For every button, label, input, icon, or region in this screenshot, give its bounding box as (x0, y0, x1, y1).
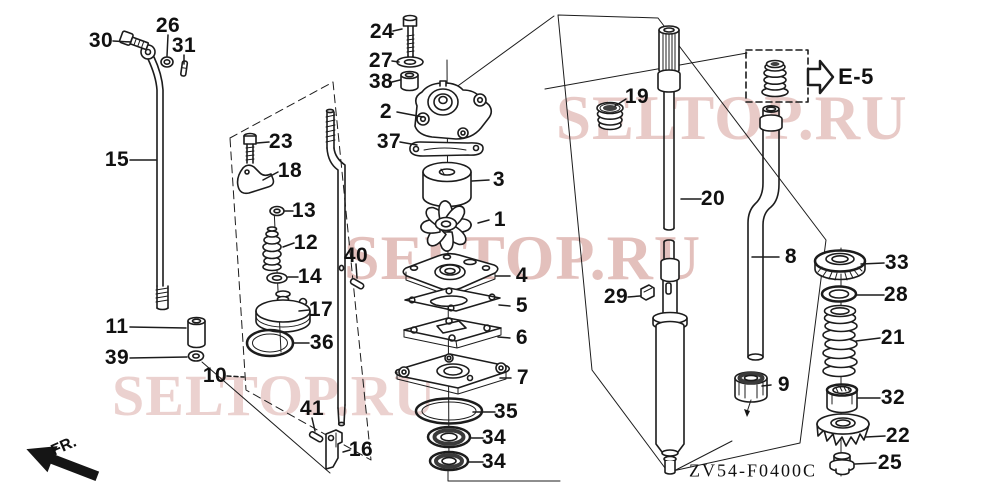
part-label-15: 15 (104, 148, 130, 171)
pin-31 (180, 60, 189, 77)
part-label-35: 35 (493, 400, 519, 423)
bolt-23 (243, 132, 257, 164)
part-label-12: 12 (293, 231, 319, 254)
bearing-32 (825, 383, 859, 414)
part-label-5: 5 (515, 294, 529, 317)
part-label-3: 3 (492, 168, 506, 191)
part-label-37: 37 (376, 130, 402, 153)
assembly-group-box (201, 14, 827, 482)
bearing-33 (813, 249, 867, 282)
part-label-41: 41 (299, 397, 325, 420)
part-label-7: 7 (516, 366, 530, 389)
part-label-8: 8 (784, 245, 798, 268)
part-label-14: 14 (297, 265, 323, 288)
o-ring-36 (245, 328, 295, 358)
pin-40 (349, 278, 365, 290)
bracket-18 (236, 164, 275, 195)
sleeve-11 (187, 316, 206, 349)
part-label-30: 30 (88, 29, 114, 52)
part-label-32: 32 (880, 386, 906, 409)
front-direction-arrow-icon (26, 446, 100, 482)
water-tube-8 (747, 105, 783, 361)
spring-21 (822, 304, 858, 378)
bushing-9 (734, 371, 768, 417)
impeller-1 (420, 200, 472, 252)
grommet-19 (596, 101, 624, 131)
part-label-21: 21 (880, 326, 906, 349)
collar-38 (400, 70, 419, 92)
spacer-plate-6 (403, 317, 502, 349)
part-label-39: 39 (104, 346, 130, 369)
bolt-24 (402, 14, 418, 61)
pin-41 (308, 431, 324, 443)
part-label-26: 26 (155, 14, 181, 37)
detail-reference-label: E-5 (838, 64, 874, 89)
part-label-17: 17 (308, 298, 334, 321)
o-ring-35 (414, 397, 484, 425)
nut-39 (187, 350, 205, 362)
part-label-23: 23 (268, 130, 294, 153)
part-label-4: 4 (515, 264, 529, 287)
bevel-gear-22 (816, 413, 870, 447)
gasket-plate-5 (404, 287, 501, 312)
vertical-shaft-20 (652, 25, 688, 475)
part-label-22: 22 (885, 424, 911, 447)
nut-25 (829, 451, 855, 476)
base-plate-7 (394, 353, 511, 395)
detail-box-e5 (745, 49, 809, 103)
leader-lines (112, 28, 886, 465)
part-label-6: 6 (515, 326, 529, 349)
part-label-1: 1 (493, 208, 507, 231)
part-label-34-lower: 34 (481, 450, 507, 473)
part-label-25: 25 (877, 451, 903, 474)
part-label-11: 11 (105, 315, 129, 338)
ring-13 (269, 205, 285, 217)
boot-12 (262, 226, 282, 272)
part-label-36: 36 (309, 331, 335, 354)
nut-26 (160, 56, 174, 68)
sub-group-box-10 (229, 81, 372, 461)
part-label-28: 28 (883, 283, 909, 306)
part-label-18: 18 (277, 159, 303, 182)
part-label-13: 13 (291, 199, 317, 222)
seal-34-upper (426, 425, 472, 449)
cap-17 (255, 290, 311, 333)
part-label-2: 2 (379, 100, 393, 123)
part-label-10: 10 (202, 364, 228, 387)
key-29 (640, 284, 655, 301)
part-label-24: 24 (369, 20, 395, 43)
e5-reference-arrow-icon (806, 59, 835, 95)
drawing-code: ZV54-F0400C (688, 460, 818, 481)
shift-rod-15 (140, 44, 169, 311)
part-label-38: 38 (368, 70, 394, 93)
seal-34-lower (428, 450, 470, 472)
part-label-19: 19 (624, 85, 650, 108)
part-label-20: 20 (700, 187, 726, 210)
pump-liner-3 (422, 161, 472, 208)
part-label-34-upper: 34 (481, 426, 507, 449)
part-label-31: 31 (171, 34, 197, 57)
part-label-29: 29 (603, 285, 629, 308)
link-rod-16 (325, 108, 346, 470)
part-label-16: 16 (348, 438, 374, 461)
gasket-37 (409, 141, 484, 157)
part-label-33: 33 (884, 251, 910, 274)
part-label-9: 9 (777, 373, 791, 396)
part-label-40: 40 (343, 244, 369, 267)
washer-28 (820, 285, 858, 303)
washer-14 (266, 272, 288, 284)
part-label-27: 27 (368, 49, 394, 72)
washer-27 (396, 56, 424, 68)
pump-housing-2 (414, 80, 493, 140)
